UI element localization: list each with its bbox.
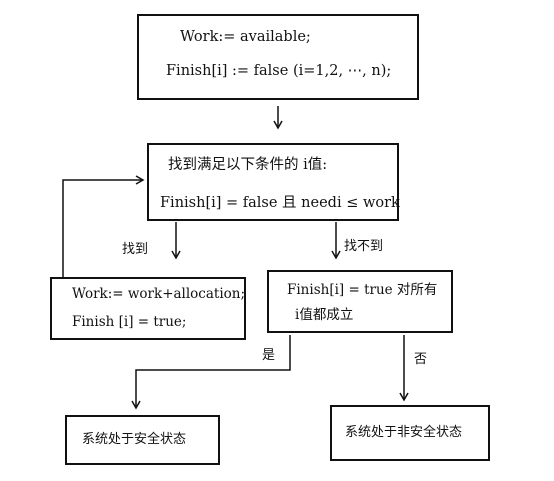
find-condition-box [147,143,399,221]
safe-state-text: 系统处于安全状态 [82,432,187,447]
safe-state-box [65,415,220,465]
arrow-check-to-safe [131,335,291,410]
label-not-found: 找不到 [344,239,384,254]
label-no: 否 [414,352,428,367]
init-box [137,14,419,100]
init-line-finish: Finish[i] := false (i=1,2, ⋯, n); [166,63,392,79]
check-all-line1: Finish[i] = true 对所有 [287,282,438,298]
arrow-loop-back [62,175,145,277]
find-condition-line2: Finish[i] = false 且 needi ≤ work [160,195,400,211]
update-line-work: Work:= work+allocation; [72,286,246,302]
label-found: 找到 [122,242,149,257]
check-all-line2: i值都成立 [295,307,354,323]
update-box [50,277,246,340]
find-condition-line1: 找到满足以下条件的 i值: [168,157,328,173]
check-all-box [267,270,453,333]
unsafe-state-text: 系统处于非安全状态 [345,425,463,440]
unsafe-state-box [330,405,490,461]
update-line-finish: Finish [i] = true; [72,314,187,330]
init-line-work: Work:= available; [180,29,311,45]
label-yes: 是 [262,348,276,363]
